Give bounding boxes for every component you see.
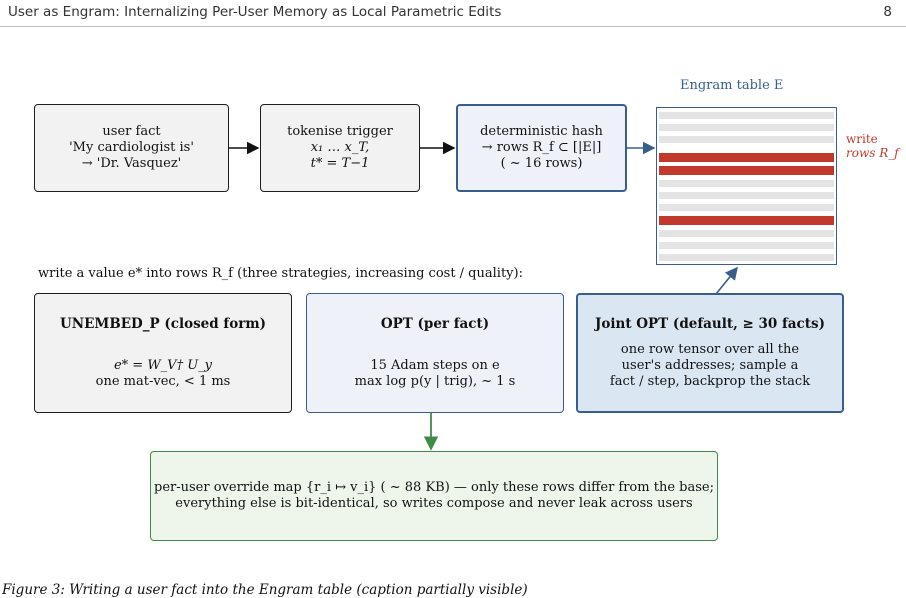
strategy-unembed-box: UNEMBED_P (closed form) e* = W_V† U_y on… [34, 293, 292, 413]
user-fact-trigger: 'My cardiologist is' [69, 140, 194, 155]
table-row [659, 204, 834, 211]
strategy-joint-opt-line-3: fact / step, backprop the stack [609, 374, 811, 389]
user-fact-label: user fact [102, 124, 161, 139]
strategy-intro: write a value e* into rows R_f (three st… [38, 266, 523, 281]
header-rule [0, 26, 906, 27]
table-row [659, 254, 834, 261]
write-label-line-1: write [846, 132, 878, 146]
tokenise-tokens: x₁ … x_T, [310, 140, 370, 155]
tokenise-box: tokenise trigger x₁ … x_T, t* = T−1 [260, 104, 420, 192]
table-row-written [659, 216, 834, 225]
table-row [659, 192, 834, 199]
page-number: 8 [883, 4, 892, 20]
table-row-written [659, 153, 834, 162]
strategy-unembed-cost: one mat-vec, < 1 ms [95, 374, 231, 389]
strategy-opt-box: OPT (per fact) 15 Adam steps on e max lo… [306, 293, 564, 413]
write-label-line-2: rows R_f [846, 146, 899, 160]
arrow-joint-to-table [715, 266, 739, 295]
override-map-line-1: per-user override map {r_i ↦ v_i} ( ~ 88… [154, 480, 714, 495]
user-fact-value: → 'Dr. Vasquez' [81, 156, 182, 171]
engram-table [656, 107, 837, 265]
running-header-title: User as Engram: Internalizing Per-User M… [8, 4, 502, 20]
override-map-line-2: everything else is bit-identical, so wri… [175, 496, 693, 511]
table-row [659, 124, 834, 131]
table-row [659, 230, 834, 237]
strategy-joint-opt-title: Joint OPT (default, ≥ 30 facts) [595, 316, 825, 332]
strategy-joint-opt-line-2: user's addresses; sample a [621, 358, 799, 373]
hash-count: ( ~ 16 rows) [500, 156, 583, 171]
figure-caption: Figure 3: Writing a user fact into the E… [2, 582, 528, 598]
table-row-written [659, 166, 834, 175]
hash-rows: → rows R_f ⊂ [|E|] [481, 140, 602, 155]
strategy-opt-objective: max log p(y | trig), ~ 1 s [354, 374, 516, 389]
table-row [659, 180, 834, 187]
tokenise-label: tokenise trigger [287, 124, 393, 139]
hash-label: deterministic hash [480, 124, 603, 139]
tokenise-position: t* = T−1 [310, 156, 370, 171]
strategy-joint-opt-line-1: one row tensor over all the [620, 342, 800, 357]
write-rows-label: write rows R_f [846, 132, 899, 160]
strategy-joint-opt-box: Joint OPT (default, ≥ 30 facts) one row … [576, 293, 844, 413]
table-row [659, 136, 834, 143]
engram-table-title: Engram table E [680, 78, 784, 93]
strategy-opt-title: OPT (per fact) [380, 316, 490, 332]
hash-box: deterministic hash → rows R_f ⊂ [|E|] ( … [456, 104, 627, 192]
table-row [659, 242, 834, 249]
table-row [659, 112, 834, 119]
strategy-opt-steps: 15 Adam steps on e [370, 358, 500, 373]
user-fact-box: user fact 'My cardiologist is' → 'Dr. Va… [34, 104, 229, 192]
override-map-box: per-user override map {r_i ↦ v_i} ( ~ 88… [150, 451, 718, 541]
strategy-unembed-title: UNEMBED_P (closed form) [59, 316, 267, 332]
strategy-unembed-formula: e* = W_V† U_y [113, 358, 213, 373]
